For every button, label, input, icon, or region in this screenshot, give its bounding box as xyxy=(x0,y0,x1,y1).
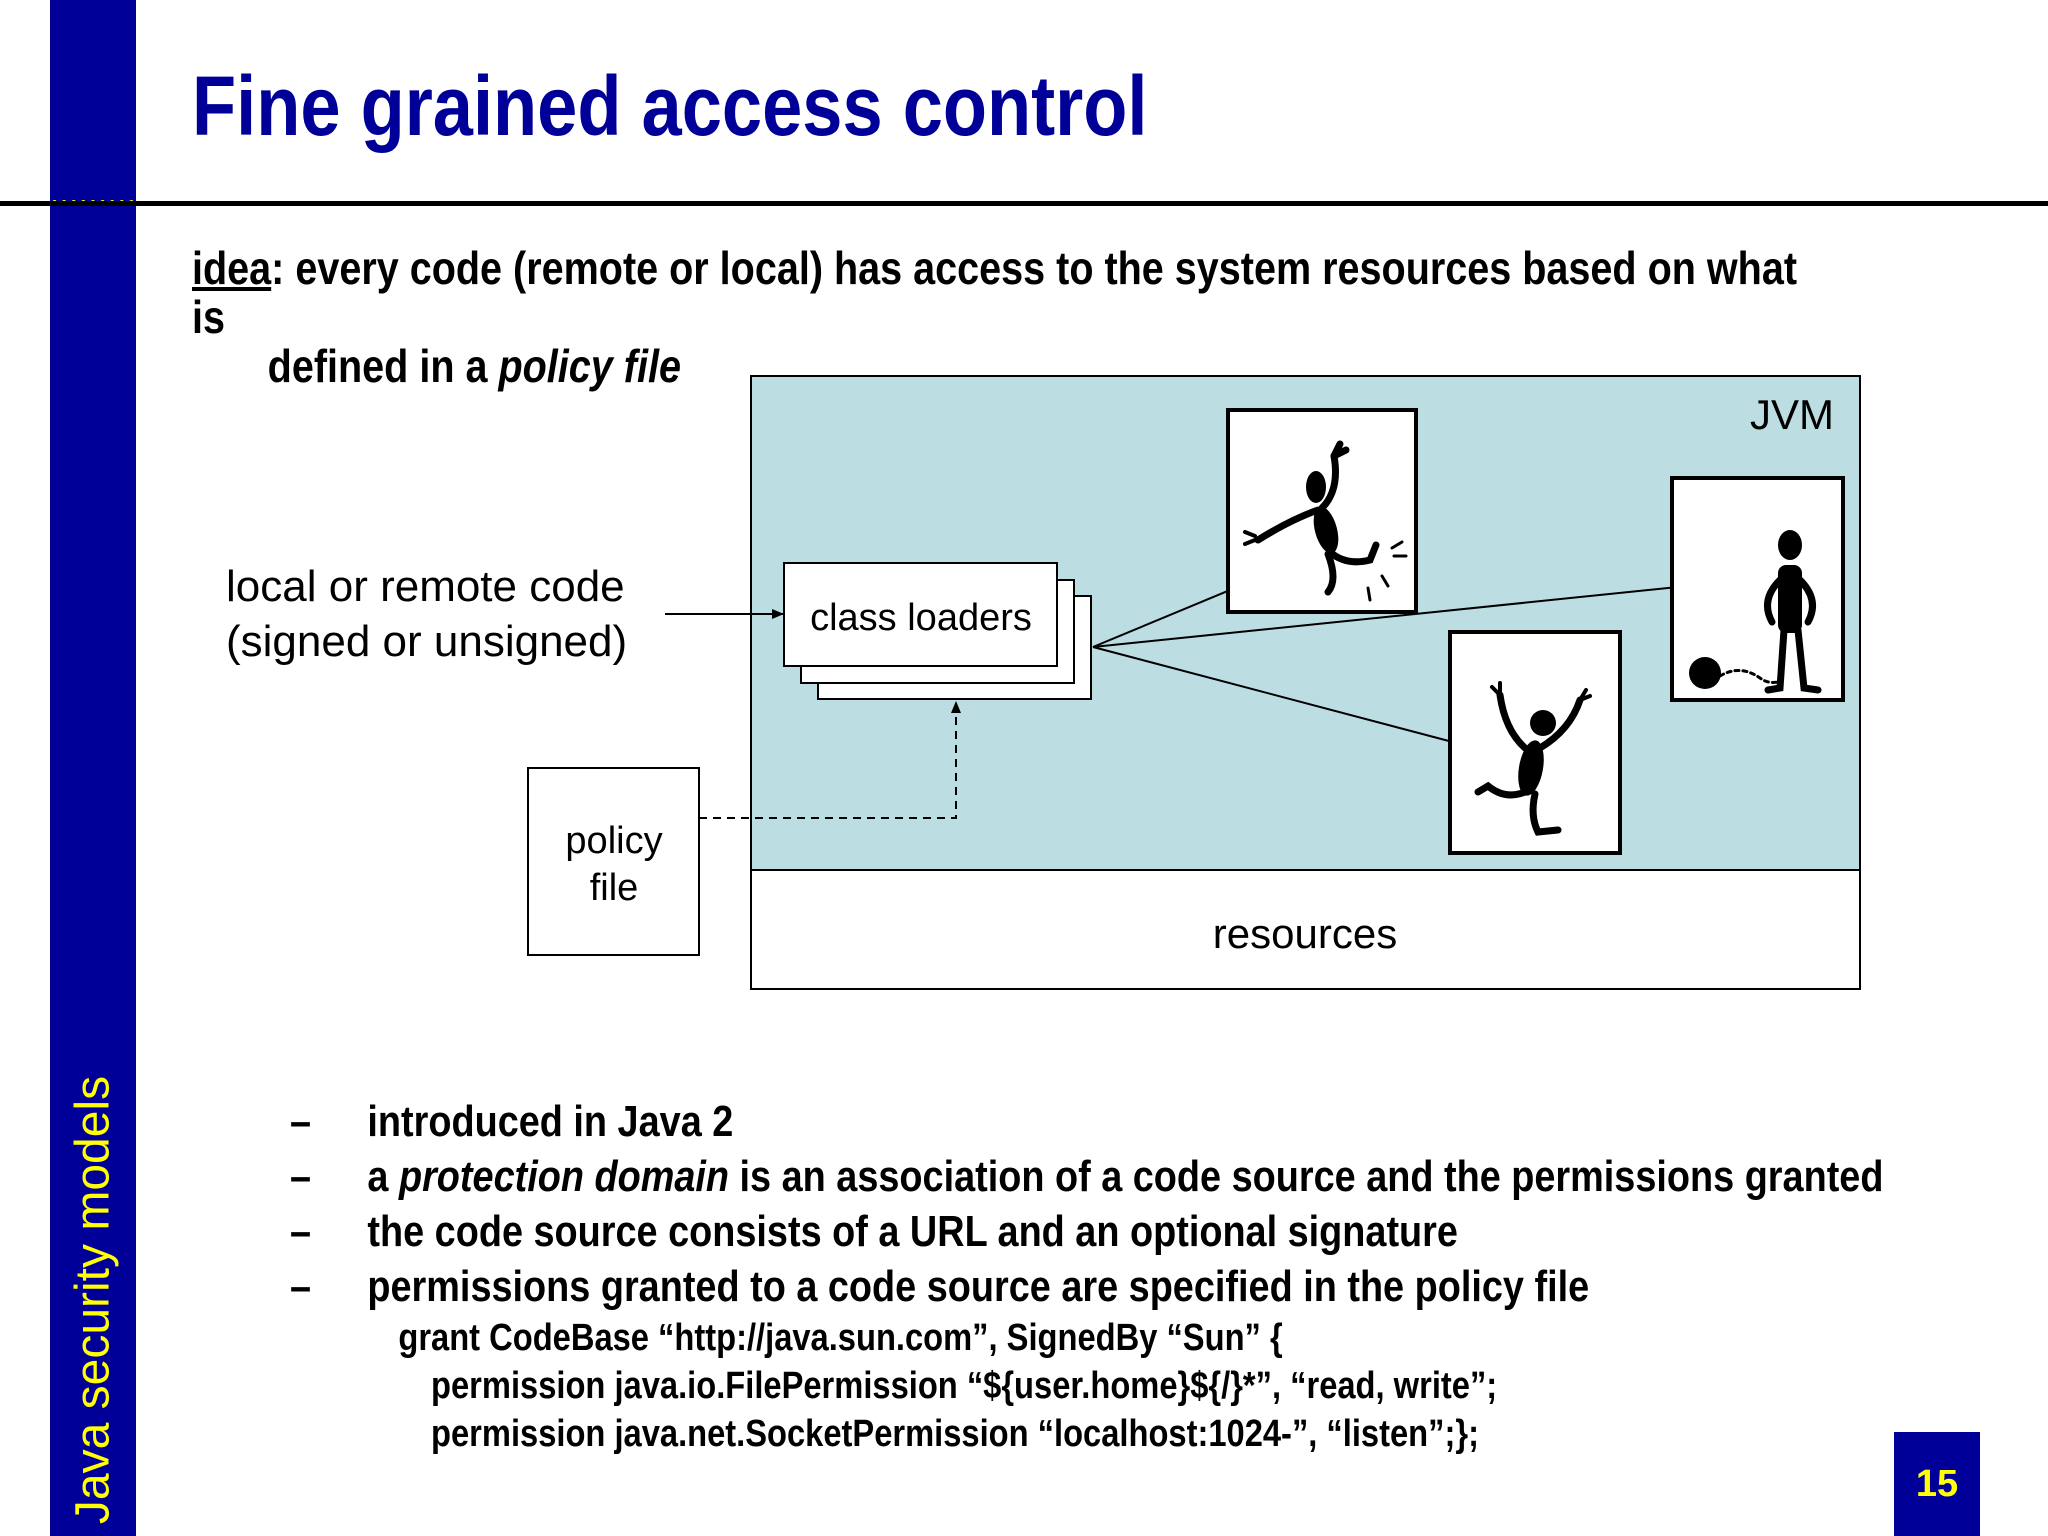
bullet-dash: – xyxy=(290,1262,312,1311)
title-rule xyxy=(0,201,2048,206)
figure-pushing-icon xyxy=(1243,440,1408,602)
idea-continuation: defined in a policy file xyxy=(192,342,1826,391)
bullet-item-2: – a protection domain is an association o… xyxy=(290,1149,1883,1204)
bullet-item-1: – introduced in Java 2 xyxy=(290,1094,1883,1149)
code-source-line2: (signed or unsigned) xyxy=(226,617,627,666)
prisoner-ball-chain-icon xyxy=(1689,530,1822,694)
idea-policy-file: policy file xyxy=(498,340,681,392)
resources-box xyxy=(750,869,1861,990)
policy-file-box xyxy=(527,767,700,956)
policy-to-loaders-arrow xyxy=(699,701,961,819)
class-loaders-label: class loaders xyxy=(810,597,1032,639)
page-number: 15 xyxy=(1894,1432,1980,1536)
bullet-dash: – xyxy=(290,1097,312,1146)
resources-label: resources xyxy=(1213,910,1397,957)
sidebar xyxy=(50,0,136,1536)
code-source-line1: local or remote code xyxy=(226,562,625,611)
idea-text: : every code (remote or local) has acces… xyxy=(192,242,1798,343)
figure-frame-2 xyxy=(1448,630,1622,855)
bullet-dash: – xyxy=(290,1152,312,1201)
bullet-dash: – xyxy=(290,1207,312,1256)
idea-statement: idea: every code (remote or local) has a… xyxy=(192,244,1826,391)
code-line-2: permission java.io.FilePermission “${use… xyxy=(431,1365,1498,1407)
jvm-label: JVM xyxy=(1750,391,1834,438)
bullet-text: introduced in Java 2 xyxy=(367,1097,734,1146)
figure-dancing-icon xyxy=(1474,681,1592,836)
figure-frame-3 xyxy=(1670,476,1845,702)
arrow-to-frame-2 xyxy=(1092,646,1484,753)
class-loader-card-1 xyxy=(783,562,1058,667)
bullet-text: permissions granted to a code source are… xyxy=(367,1262,1590,1311)
bullet-text: a xyxy=(367,1152,399,1201)
policy-code-example: grant CodeBase “http://java.sun.com”, Si… xyxy=(290,1314,1883,1458)
bullet-list: – introduced in Java 2 – a protection doma… xyxy=(290,1094,1883,1458)
bullet-item-4: – permissions granted to a code source ar… xyxy=(290,1259,1883,1314)
policy-file-line1: policy xyxy=(565,820,662,862)
idea-continuation-text: defined in a xyxy=(267,340,499,392)
bullet-text-rest: is an association of a code source and t… xyxy=(729,1152,1884,1201)
page-title: Fine grained access control xyxy=(192,59,1148,153)
figure-frame-1 xyxy=(1226,408,1418,614)
arrow-to-frame-3 xyxy=(1092,575,1757,648)
idea-lead: idea xyxy=(192,242,272,294)
code-line-1: grant CodeBase “http://java.sun.com”, Si… xyxy=(398,1317,1283,1359)
policy-file-line2: file xyxy=(590,867,639,909)
bullet-emphasis: protection domain xyxy=(398,1152,730,1201)
bullet-item-3: – the code source consists of a URL and a… xyxy=(290,1204,1883,1259)
bullet-text: the code source consists of a URL and an… xyxy=(367,1207,1458,1256)
code-line-3: permission java.net.SocketPermission “lo… xyxy=(431,1413,1479,1455)
